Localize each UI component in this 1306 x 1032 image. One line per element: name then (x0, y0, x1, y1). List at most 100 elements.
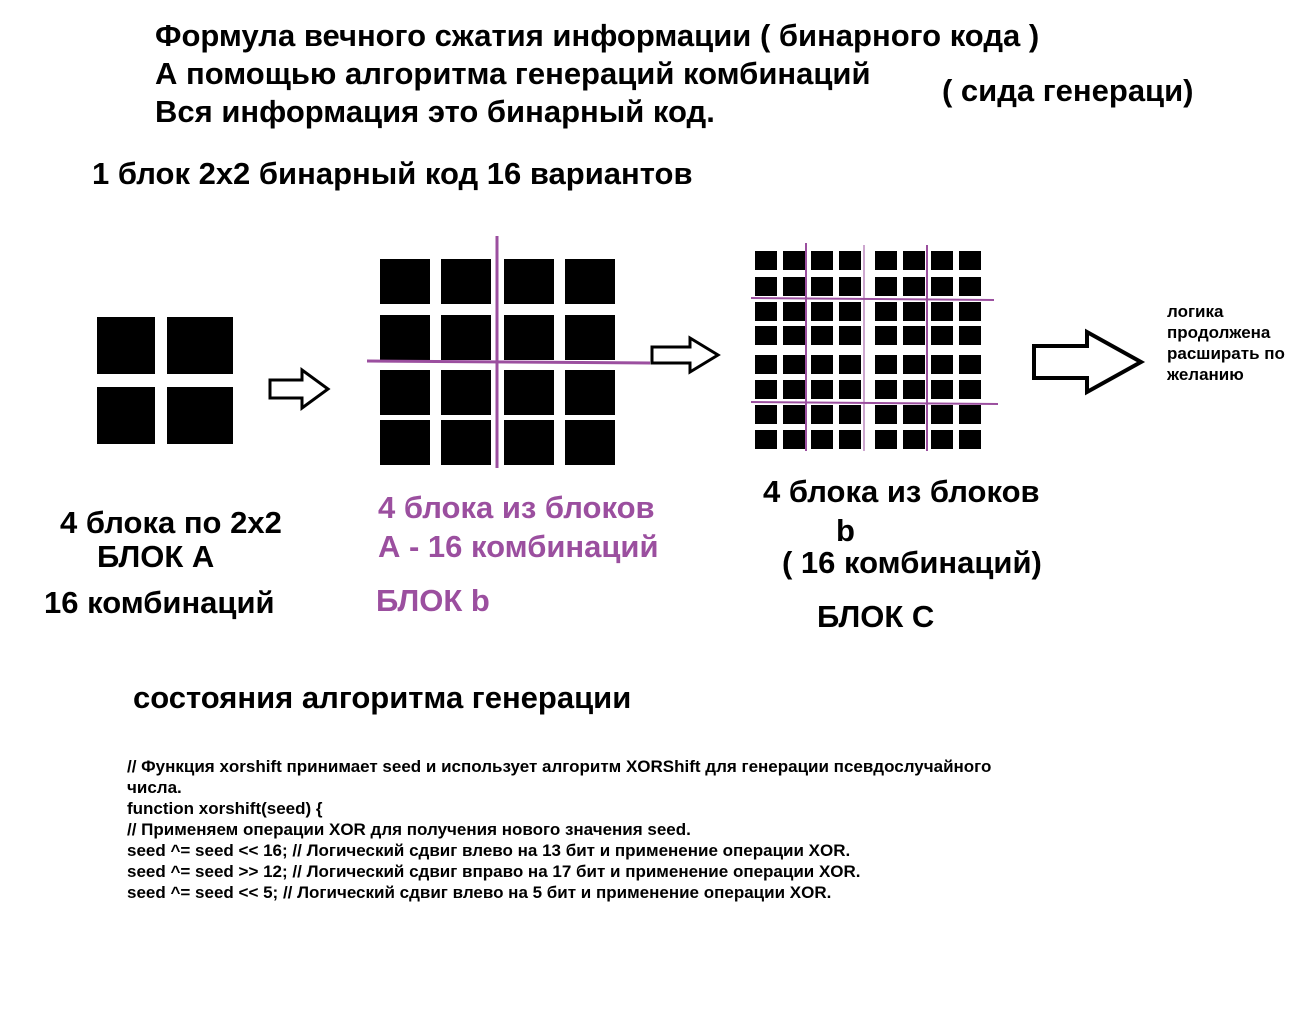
block-c-cell (783, 277, 805, 296)
block-a-cell (167, 387, 233, 444)
block-b-label-3: БЛОК b (376, 583, 490, 618)
block-c-cell (903, 380, 925, 399)
states-heading: состояния алгоритма генерации (133, 680, 632, 715)
note-line: продолжена (1167, 323, 1271, 342)
block-c-cell (839, 251, 861, 270)
block-a-label-2: БЛОК А (97, 539, 215, 574)
block-a-cell (97, 317, 155, 374)
block-c-cell (959, 326, 981, 345)
block-c-divider (750, 297, 995, 301)
code-line: seed ^= seed >> 12; // Логический сдвиг … (127, 862, 861, 881)
title-line-3: Вся информация это бинарный код. (155, 94, 715, 129)
block-c-cell (755, 430, 777, 449)
block-c-cell (875, 326, 897, 345)
block-c-cell (875, 277, 897, 296)
block-b-label-2: А - 16 комбинаций (378, 529, 659, 564)
note-line: желанию (1167, 365, 1244, 384)
block-c-cell (783, 355, 805, 374)
code-line: числа. (127, 778, 182, 797)
title-line-1: Формула вечного сжатия информации ( бина… (155, 18, 1040, 53)
block-c-cell (931, 405, 953, 424)
block-c-cell (903, 326, 925, 345)
block-c-cell (839, 302, 861, 321)
block-c-cell (811, 430, 833, 449)
code-line: // Функция xorshift принимает seed и исп… (127, 757, 992, 776)
code-line: seed ^= seed << 5; // Логический сдвиг в… (127, 883, 832, 902)
right-arrow-icon (650, 335, 721, 375)
block-c-cell (811, 302, 833, 321)
block-c-cell (903, 251, 925, 270)
block-c-cell (755, 326, 777, 345)
block-c-cell (811, 405, 833, 424)
block-b-cell (504, 370, 554, 415)
block-b-cell (504, 420, 554, 465)
block-c-cell (839, 355, 861, 374)
block-c-cell (903, 405, 925, 424)
block-c-cell (755, 277, 777, 296)
block-c-cell (755, 380, 777, 399)
block-c-cell (783, 302, 805, 321)
block-b-cell (565, 420, 615, 465)
block-c-cell (931, 355, 953, 374)
block-c-cell (931, 326, 953, 345)
block-c-cell (783, 430, 805, 449)
block-b-cell (565, 259, 615, 304)
block-c-cell (931, 251, 953, 270)
block-c-cell (839, 277, 861, 296)
block-b-cell (380, 420, 430, 465)
block-b-cell (380, 370, 430, 415)
block-c-cell (959, 405, 981, 424)
block-c-cell (811, 251, 833, 270)
subtitle: 1 блок 2х2 бинарный код 16 вариантов (92, 156, 693, 191)
block-b-cell (441, 259, 491, 304)
title-aside: ( сида генераци) (942, 73, 1194, 108)
block-a-label-1: 4 блока по 2х2 (60, 505, 282, 540)
block-b-label-1: 4 блока из блоков (378, 490, 655, 525)
block-c-cell (783, 405, 805, 424)
block-c-cell (755, 355, 777, 374)
code-line: // Применяем операции XOR для получения … (127, 820, 691, 839)
block-c-cell (839, 405, 861, 424)
block-b-cell (441, 420, 491, 465)
block-c-cell (839, 380, 861, 399)
block-c-cell (903, 277, 925, 296)
block-c-divider (750, 401, 999, 405)
block-b-cell (380, 259, 430, 304)
block-c-cell (783, 251, 805, 270)
block-b-cell (504, 259, 554, 304)
block-c-cell (875, 251, 897, 270)
block-c-cell (875, 302, 897, 321)
right-arrow-icon (1032, 328, 1146, 396)
code-line: seed ^= seed << 16; // Логический сдвиг … (127, 841, 851, 860)
block-c-cell (755, 251, 777, 270)
block-c-cell (811, 326, 833, 345)
block-b-cell (565, 370, 615, 415)
code-line: function xorshift(seed) { (127, 799, 323, 818)
block-c-cell (931, 277, 953, 296)
block-c-cell (811, 380, 833, 399)
block-a-label-3: 16 комбинаций (44, 585, 275, 620)
right-arrow-icon (268, 367, 331, 411)
block-a-cell (167, 317, 233, 374)
note-line: логика (1167, 302, 1224, 321)
block-c-cell (931, 380, 953, 399)
block-b-cell (565, 315, 615, 360)
block-c-cell (811, 277, 833, 296)
block-b-cell (380, 315, 430, 360)
block-c-cell (903, 430, 925, 449)
block-b-cell (441, 315, 491, 360)
block-c-cell (839, 326, 861, 345)
block-c-label-1: 4 блока из блоков (763, 474, 1040, 509)
continuation-note: логика продолжена расширать по желанию (1167, 301, 1285, 385)
block-c-cell (755, 302, 777, 321)
block-c-label-4: БЛОК С (817, 599, 935, 634)
block-c-cell (811, 355, 833, 374)
block-c-cell (959, 355, 981, 374)
block-c-cell (931, 302, 953, 321)
block-c-cell (839, 430, 861, 449)
block-c-cell (783, 326, 805, 345)
title-line-2: А помощью алгоритма генераций комбинаций (155, 56, 871, 91)
